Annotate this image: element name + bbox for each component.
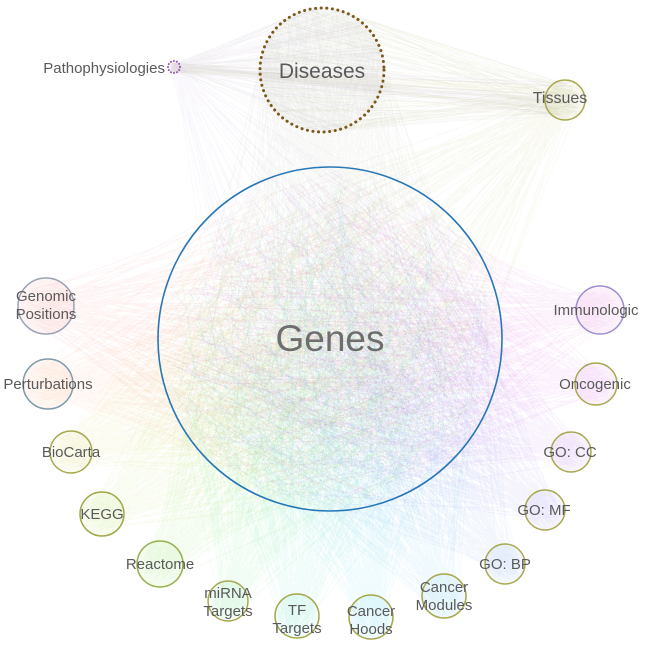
- biocarta-label: BioCarta: [42, 444, 101, 461]
- edge-fan-tissues-to-genes: [169, 85, 581, 491]
- edge-fan-go-cc-to-genes: [176, 183, 588, 502]
- genes-circle[interactable]: [157, 166, 503, 512]
- edge-fan-reactome-to-genes: [142, 184, 482, 583]
- go-bp-label: GO: BP: [479, 556, 531, 573]
- edge-fan-go-bp-to-genes: [166, 180, 521, 580]
- mirna-targets-label: miRNA: [204, 585, 252, 602]
- tf-targets-label: TF: [288, 602, 306, 619]
- edges-go-cc: [176, 183, 588, 502]
- edge-fan-oncogenic-to-genes: [166, 175, 613, 507]
- cancer-hoods-circle[interactable]: [348, 594, 394, 640]
- edges-perturbations: [28, 191, 489, 500]
- edges-mirna-targets: [177, 175, 497, 617]
- node-perturbations[interactable]: Perturbations: [3, 358, 93, 410]
- node-go-cc[interactable]: GO: CC: [543, 431, 597, 473]
- node-immunologic[interactable]: Immunologic: [553, 285, 639, 335]
- mirna-targets-circle[interactable]: [207, 580, 249, 622]
- go-cc-label: GO: CC: [543, 444, 597, 461]
- genomic-positions-label: Genomic: [16, 288, 77, 305]
- genes-label: Genes: [275, 318, 384, 359]
- go-bp-circle[interactable]: [484, 543, 526, 585]
- node-kegg[interactable]: KEGG: [79, 491, 125, 537]
- edge-fan-cancer-modules-to-genes: [173, 185, 489, 613]
- tf-targets-circle[interactable]: [274, 593, 320, 639]
- diseases-circle[interactable]: [258, 6, 386, 134]
- node-genes[interactable]: Genes: [157, 166, 503, 512]
- edge-fan-go-mf-to-genes: [163, 174, 561, 526]
- immunologic-label: Immunologic: [553, 302, 639, 319]
- node-go-bp[interactable]: GO: BP: [479, 543, 531, 585]
- node-oncogenic[interactable]: Oncogenic: [559, 362, 631, 406]
- edges-tissues: [168, 8, 581, 491]
- edge-fan-diseases-to-genes: [164, 7, 490, 503]
- node-reactome[interactable]: Reactome: [126, 540, 194, 588]
- edges-diseases: [164, 7, 585, 503]
- edge-fan-diseases-to-pathophysiologies: [169, 7, 385, 132]
- kegg-label: KEGG: [80, 506, 123, 523]
- edges-reactome: [142, 184, 482, 583]
- biocarta-circle[interactable]: [49, 430, 93, 474]
- tissues-circle[interactable]: [544, 79, 586, 121]
- edges-immunologic: [183, 172, 618, 494]
- kegg-circle[interactable]: [79, 491, 125, 537]
- edge-fan-mirna-targets-to-genes: [177, 175, 497, 617]
- node-go-mf[interactable]: GO: MF: [517, 489, 571, 531]
- edge-fan-cancer-hoods-to-genes: [169, 187, 495, 635]
- go-cc-circle[interactable]: [550, 431, 592, 473]
- cancer-hoods-label: Cancer: [347, 603, 395, 620]
- node-tissues[interactable]: Tissues: [533, 79, 588, 121]
- edge-fan-kegg-to-genes: [84, 191, 489, 531]
- pathophysiologies-label: Pathophysiologies: [43, 60, 165, 77]
- edges-go-mf: [163, 174, 561, 526]
- edge-fan-perturbations-to-genes: [28, 191, 489, 500]
- node-biocarta[interactable]: BioCarta: [42, 430, 101, 474]
- oncogenic-circle[interactable]: [574, 362, 618, 406]
- oncogenic-label: Oncogenic: [559, 376, 631, 393]
- edge-fan-genomic-positions-to-genes: [26, 183, 490, 505]
- go-mf-label: GO: MF: [517, 502, 570, 519]
- perturbations-label: Perturbations: [3, 376, 92, 393]
- genomic-positions-circle[interactable]: [17, 277, 75, 335]
- perturbations-circle[interactable]: [22, 358, 74, 410]
- edge-fan-tissues-to-diseases: [260, 8, 578, 133]
- edge-fan-diseases-to-tissues: [259, 9, 585, 133]
- mirna-targets-label: Targets: [203, 603, 252, 620]
- edges-kegg: [84, 191, 489, 531]
- edge-fan-tf-targets-to-genes: [170, 182, 481, 634]
- edge-fan-immunologic-to-genes: [183, 172, 618, 494]
- node-pathophysiologies[interactable]: Pathophysiologies: [43, 60, 181, 77]
- cancer-modules-label: Cancer: [420, 579, 468, 596]
- immunologic-circle[interactable]: [575, 285, 625, 335]
- edges-cancer-hoods: [169, 187, 495, 635]
- edges-pathophysiologies: [169, 7, 582, 482]
- edges-genomic-positions: [26, 183, 490, 505]
- tissues-label: Tissues: [533, 90, 588, 107]
- edge-fan-pathophysiologies-to-genes: [169, 62, 486, 482]
- edges-cancer-modules: [173, 185, 489, 613]
- edges-go-bp: [166, 180, 521, 580]
- cancer-hoods-label: Hoods: [349, 621, 392, 638]
- reactome-label: Reactome: [126, 556, 194, 573]
- pathophysiologies-circle[interactable]: [167, 60, 181, 74]
- edge-fan-pathophysiologies-to-tissues: [170, 63, 582, 117]
- node-diseases[interactable]: Diseases: [258, 6, 386, 134]
- cancer-modules-circle[interactable]: [421, 573, 467, 619]
- diseases-label: Diseases: [279, 60, 365, 83]
- edges-tf-targets: [170, 182, 481, 634]
- edges-layer: [26, 7, 618, 635]
- reactome-circle[interactable]: [136, 540, 184, 588]
- cancer-modules-label: Modules: [416, 597, 473, 614]
- go-mf-circle[interactable]: [524, 489, 566, 531]
- tf-targets-label: Targets: [272, 620, 321, 637]
- edge-fan-tissues-to-pathophysiologies: [168, 61, 580, 115]
- genomic-positions-label: Positions: [16, 306, 77, 323]
- edges-oncogenic: [166, 175, 613, 507]
